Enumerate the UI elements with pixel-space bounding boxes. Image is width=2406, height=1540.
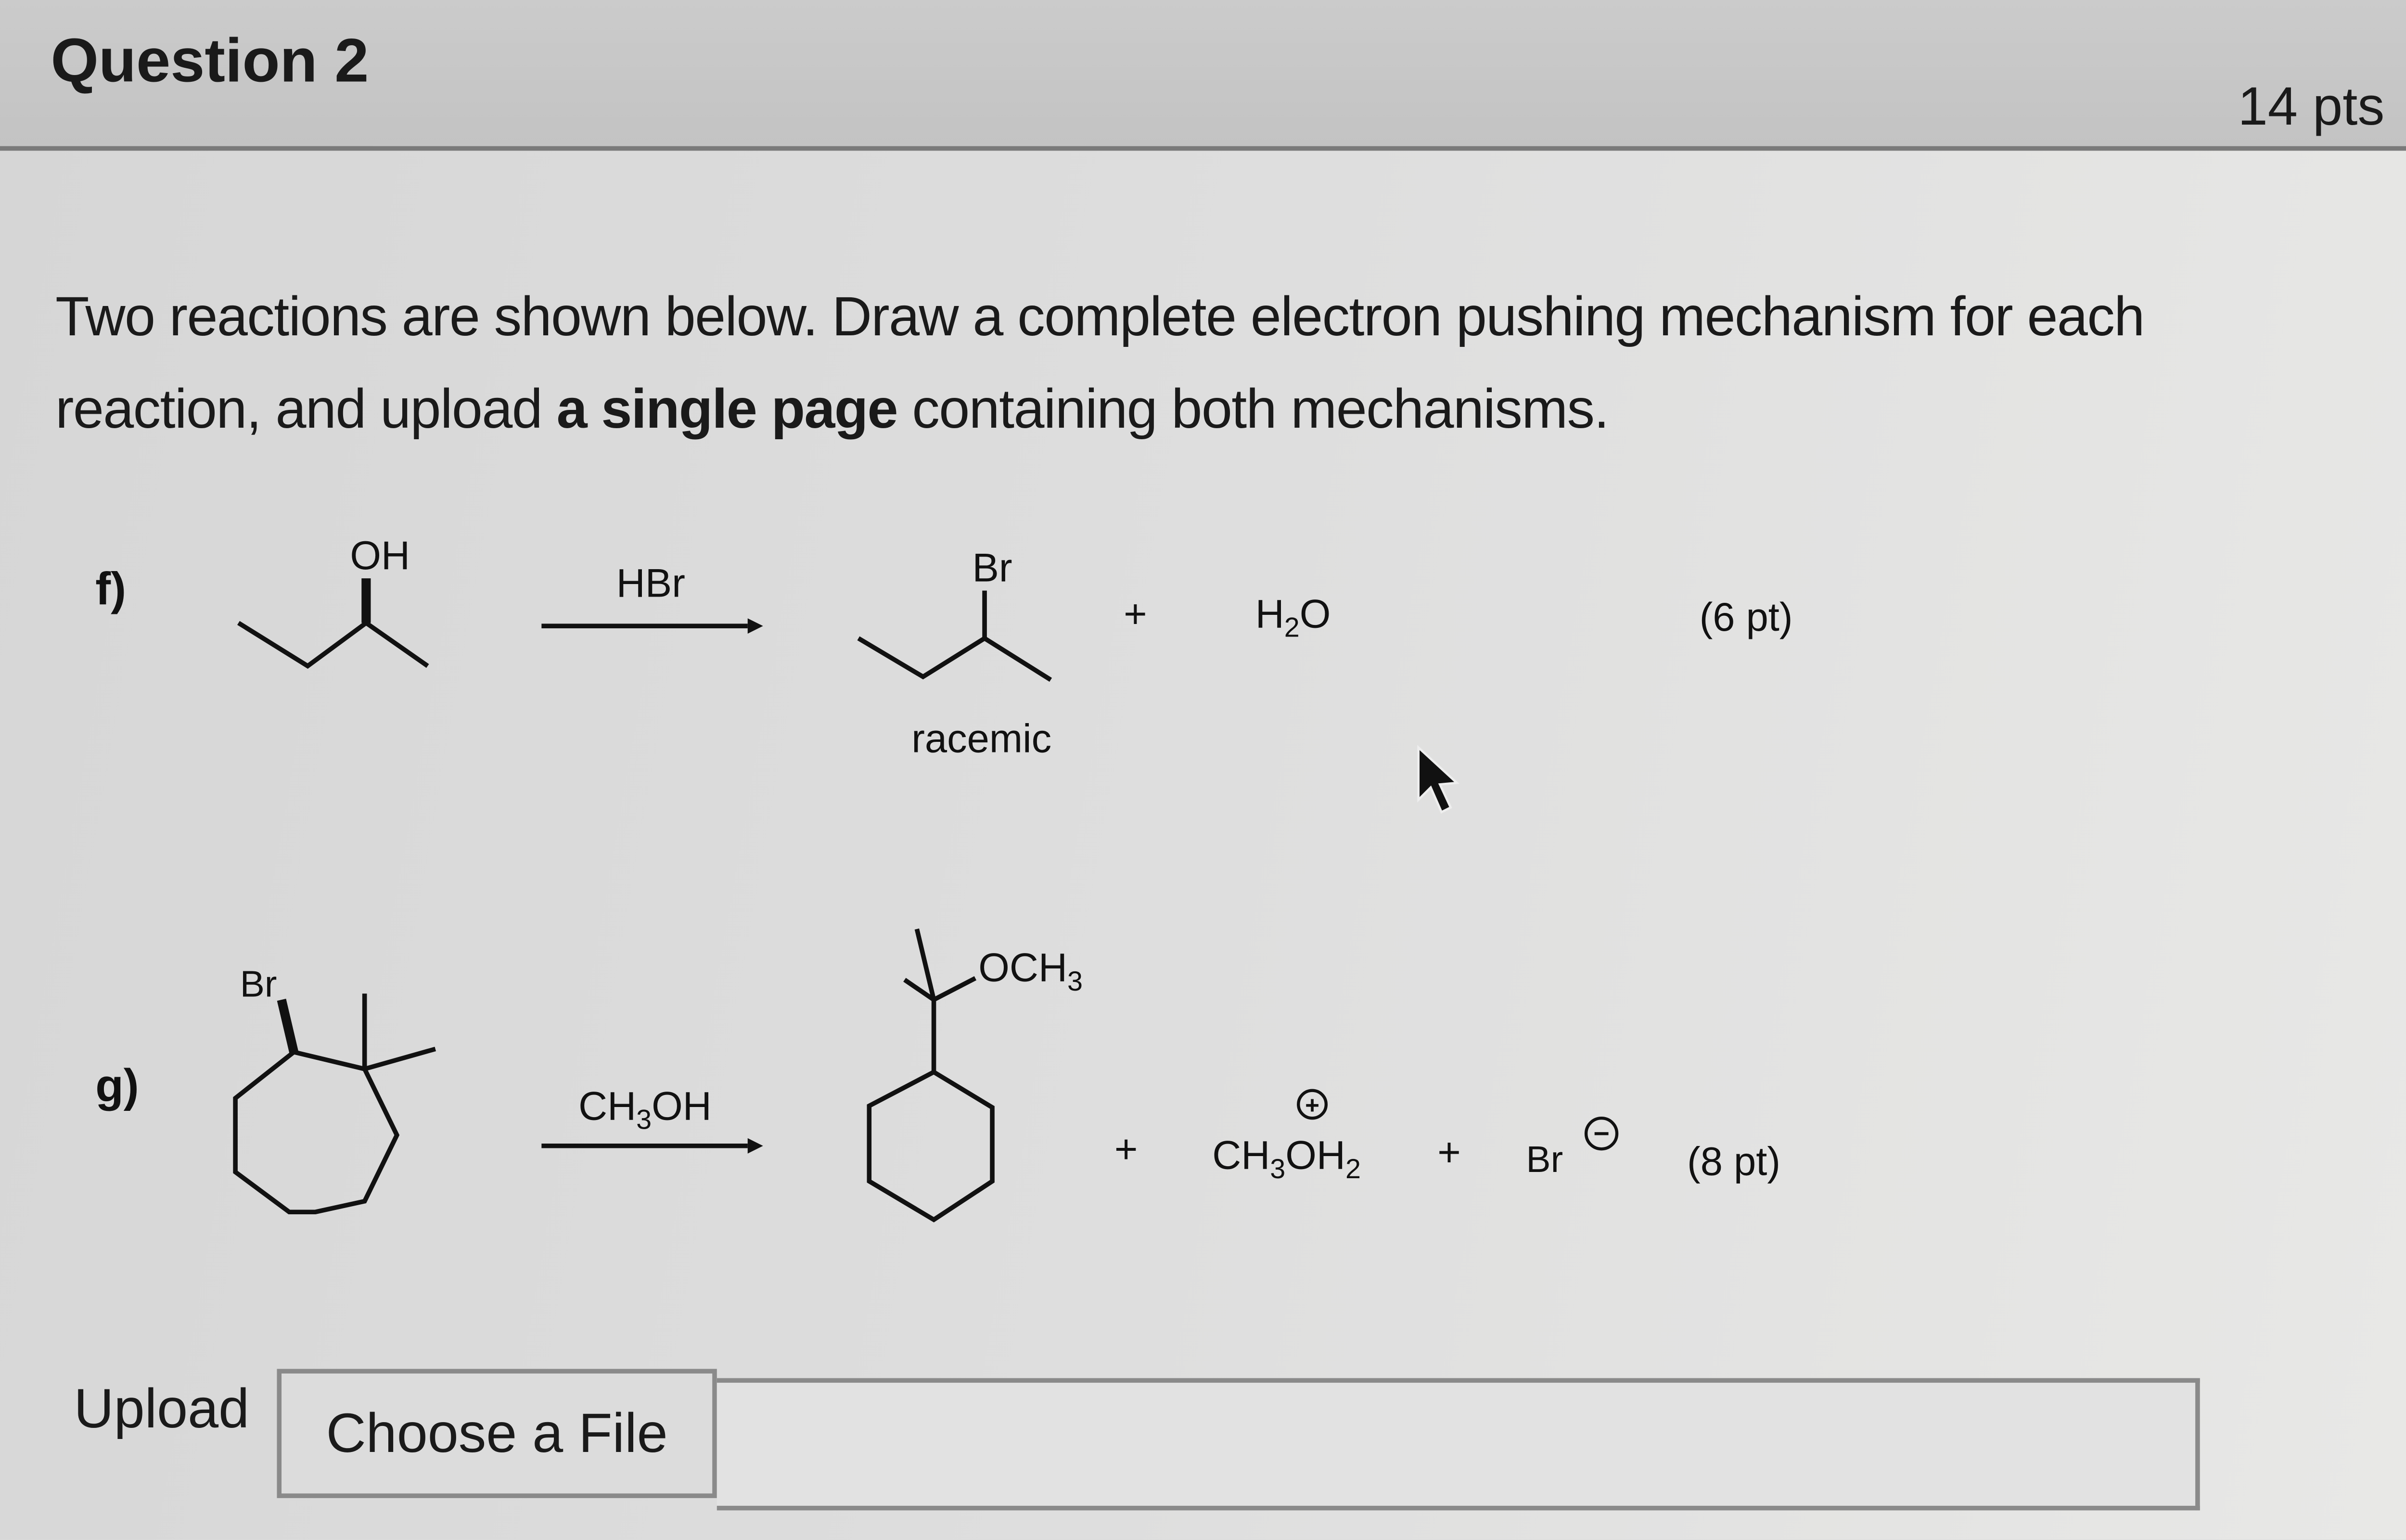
question-prompt: Two reactions are shown below. Draw a co… [55,271,2363,456]
f-label: f) [95,563,126,614]
g-product-methyl-left [903,978,935,1002]
f-product-skeleton [857,636,1052,682]
plus-charge-circle [1297,1089,1328,1120]
f-product-br: Br [973,545,1012,590]
f-reactant-skeleton [237,620,429,669]
g-product-o-bond [933,976,977,1002]
f-reactant-oh: OH [350,533,410,578]
prompt-text-1: Two reactions are shown below. Draw a co… [55,284,2145,440]
g-product-och3: OCH3 [978,945,1083,997]
g-reactant-tbutyl-right [364,1046,436,1071]
minus-charge-circle [1584,1117,1619,1151]
g-points: (8 pt) [1687,1139,1780,1184]
question-points: 14 pts [2238,76,2385,137]
g-reactant-br-wedge [277,998,298,1053]
f-points: (6 pt) [1700,595,1793,639]
choose-file-button[interactable]: Choose a File [277,1369,717,1498]
question-header: Question 2 14 pts [0,0,2406,151]
mouse-cursor-icon [1417,745,1460,814]
minus-charge-icon: − [1593,1118,1610,1149]
g-plus-2: + [1437,1130,1461,1174]
g-label: g) [95,1060,139,1111]
g-reactant-cycloheptane [233,1049,400,1215]
question-title: Question 2 [51,27,369,96]
g-product-cyclohexane [867,1069,995,1222]
g-reactant-br: Br [240,964,277,1005]
g-bromide: Br [1526,1139,1563,1180]
g-methyloxonium: CH3OH2 [1212,1133,1361,1184]
upload-label: Upload [74,1376,250,1440]
f-arrow-head [747,618,763,634]
g-product-methyl-up [914,928,936,1001]
f-reagent: HBr [616,560,685,605]
f-water: H2O [1255,591,1331,643]
prompt-bold: a single page [556,377,898,440]
g-arrow-head [747,1138,763,1154]
file-name-field[interactable] [717,1378,2200,1511]
plus-charge-icon: + [1305,1092,1319,1119]
g-reagent: CH3OH [578,1083,712,1135]
f-racemic-note: racemic [911,716,1051,761]
g-plus-1: + [1114,1127,1138,1171]
f-plus: + [1124,591,1147,636]
prompt-text-2: containing both mechanisms. [897,377,1609,440]
